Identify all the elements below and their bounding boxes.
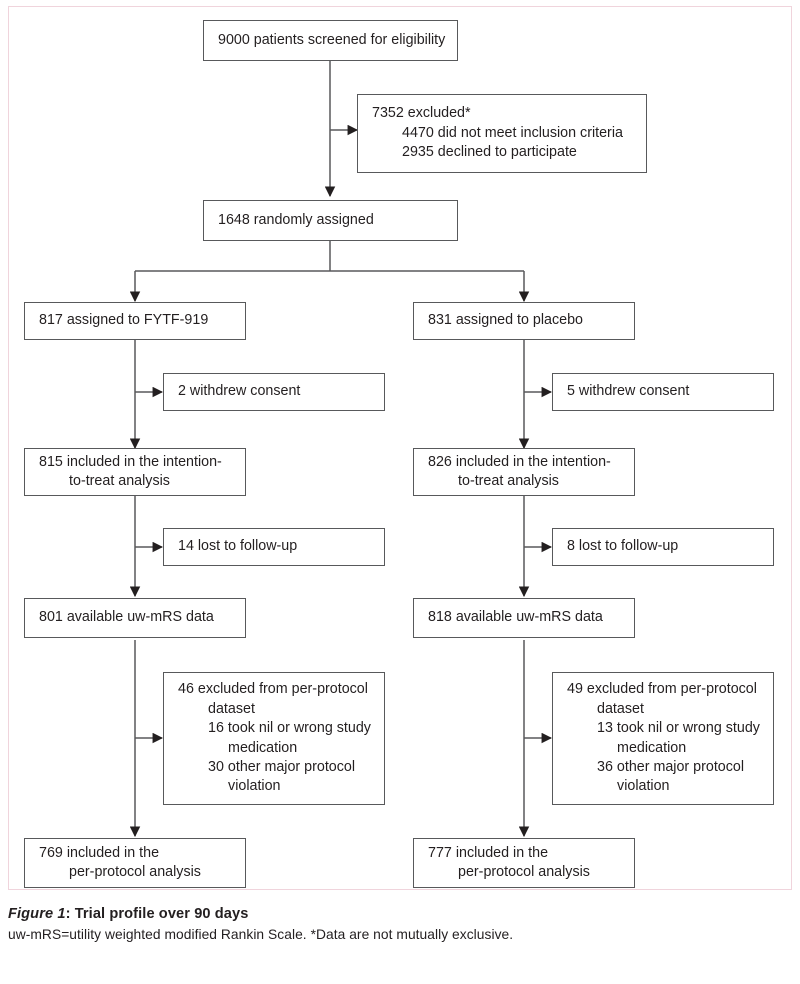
node-randomised-line-1: 1648 randomly assigned (218, 211, 374, 228)
node-left-itt-line-1: 815 included in the intention- (39, 453, 222, 470)
node-right-pp-included-line-2: per-protocol analysis (458, 864, 590, 880)
node-right-available-line-1: 818 available uw-mRS data (428, 609, 603, 626)
node-excluded-line-1: 7352 excluded* (372, 105, 471, 122)
node-screened-line-1: 9000 patients screened for eligibility (218, 31, 446, 48)
node-left-itt: 815 included in the intention- to-treat … (24, 448, 246, 496)
node-left-available: 801 available uw-mRS data (24, 598, 246, 638)
node-left-assigned: 817 assigned to FYTF-919 (24, 302, 246, 340)
caption-title: Figure 1: Trial profile over 90 days (8, 906, 792, 922)
node-right-pp-excluded-line-4: medication (617, 739, 687, 756)
node-right-withdrew: 5 withdrew consent (552, 373, 774, 411)
node-left-pp-included-line-1: 769 included in the (39, 844, 160, 861)
node-excluded-line-2: 4470 did not meet inclusion criteria (402, 124, 623, 141)
caption-title-text: : Trial profile over 90 days (65, 906, 249, 922)
node-left-assigned-line-1: 817 assigned to FYTF-919 (39, 312, 209, 329)
node-right-withdrew-line-1: 5 withdrew consent (567, 383, 690, 400)
node-left-lost: 14 lost to follow-up (163, 528, 385, 566)
node-right-itt-line-1: 826 included in the intention- (428, 453, 611, 470)
node-left-available-line-1: 801 available uw-mRS data (39, 609, 214, 626)
node-left-pp-included-line-2: per-protocol analysis (69, 864, 201, 880)
node-left-pp-included: 769 included in the per-protocol analysi… (24, 838, 246, 888)
node-screened: 9000 patients screened for eligibility (203, 20, 458, 61)
node-right-lost-line-1: 8 lost to follow-up (567, 538, 679, 555)
node-right-pp-excluded-line-1: 49 excluded from per-protocol (567, 681, 757, 698)
node-right-itt: 826 included in the intention- to-treat … (413, 448, 635, 496)
node-right-pp-excluded-line-5: 36 other major protocol (597, 758, 745, 775)
node-left-pp-excluded-line-1: 46 excluded from per-protocol (178, 681, 368, 698)
node-right-pp-excluded-line-3: 13 took nil or wrong study (597, 720, 760, 737)
node-right-itt-line-2: to-treat analysis (458, 473, 559, 489)
node-left-pp-excluded-line-6: violation (228, 778, 281, 795)
node-right-assigned-line-1: 831 assigned to placebo (428, 312, 584, 329)
node-left-withdrew: 2 withdrew consent (163, 373, 385, 411)
node-randomised: 1648 randomly assigned (203, 200, 458, 241)
node-excluded: 7352 excluded* 4470 did not meet inclusi… (357, 94, 647, 173)
node-left-lost-line-1: 14 lost to follow-up (178, 538, 298, 555)
node-right-assigned: 831 assigned to placebo (413, 302, 635, 340)
node-right-pp-included-line-1: 777 included in the (428, 844, 549, 861)
node-right-lost: 8 lost to follow-up (552, 528, 774, 566)
node-right-pp-included: 777 included in the per-protocol analysi… (413, 838, 635, 888)
node-left-pp-excluded-line-5: 30 other major protocol (208, 758, 356, 775)
node-left-pp-excluded-line-4: medication (228, 739, 298, 756)
node-left-itt-line-2: to-treat analysis (69, 473, 170, 489)
flowchart-connectors (129, 61, 553, 838)
caption-figure-number: Figure 1 (8, 906, 66, 922)
node-right-pp-excluded: 49 excluded from per-protocol dataset 13… (552, 672, 774, 805)
node-left-pp-excluded: 46 excluded from per-protocol dataset 16… (163, 672, 385, 805)
figure-caption: Figure 1: Trial profile over 90 days uw-… (8, 906, 792, 942)
node-right-pp-excluded-line-2: dataset (597, 700, 644, 717)
caption-note: uw-mRS=utility weighted modified Rankin … (8, 927, 514, 942)
node-left-pp-excluded-line-3: 16 took nil or wrong study (208, 720, 371, 737)
node-excluded-line-3: 2935 declined to participate (402, 144, 577, 161)
node-left-pp-excluded-line-2: dataset (208, 700, 255, 717)
node-right-pp-excluded-line-6: violation (617, 778, 670, 795)
node-right-available: 818 available uw-mRS data (413, 598, 635, 638)
node-left-withdrew-line-1: 2 withdrew consent (178, 383, 301, 400)
